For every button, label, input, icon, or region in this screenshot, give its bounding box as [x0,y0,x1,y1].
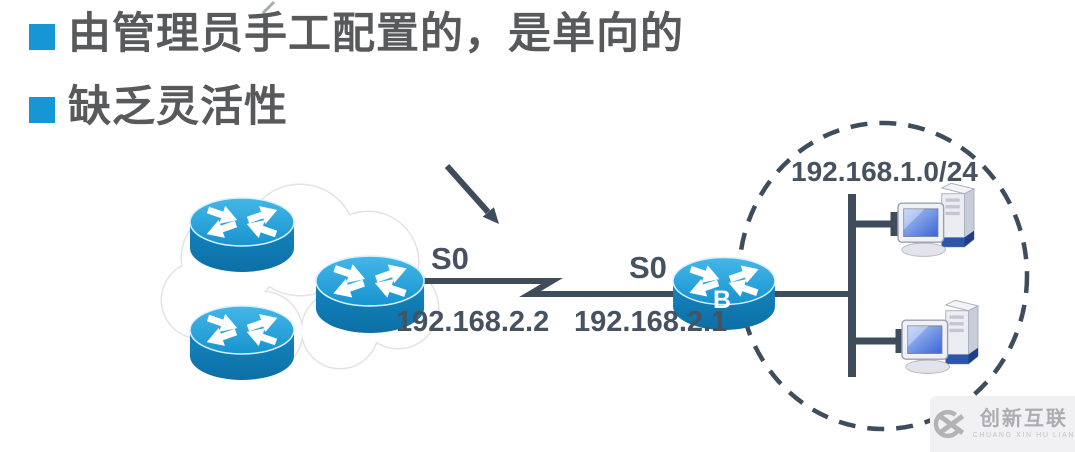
ip-label-right: 192.168.2.1 [574,306,728,338]
lan-network-label: 192.168.1.0/24 [791,156,978,187]
interface-label-s0-right: S0 [629,250,667,285]
cx-logo-icon [933,409,965,439]
bullet-square-icon [29,97,55,123]
watermark-brand: 创新互联 [979,408,1068,430]
cloud-router-1-icon [190,198,294,272]
cloud-router-2-icon [190,306,294,380]
desktop-computer-icon-2 [901,299,979,375]
red-pen-mark-icon [258,0,276,18]
interface-label-s0-left: S0 [431,241,469,276]
bullet-item-1: 由管理员手工配置的，是单向的 [29,8,684,62]
router-b-name-label: B [713,286,732,314]
watermark-badge: 创新互联 CHUANG XIN HU LIAN [930,396,1075,452]
bullet-text-1: 由管理员手工配置的，是单向的 [68,10,684,59]
bullet-text-2: 缺乏灵活性 [68,83,288,132]
watermark-text: 创新互联 CHUANG XIN HU LIAN [973,409,1075,439]
watermark-subtitle: CHUANG XIN HU LIAN [972,432,1075,439]
desktop-computer-icon-1 [897,182,975,258]
bullet-item-2: 缺乏灵活性 [29,80,288,136]
bullet-square-icon [29,24,55,50]
ip-label-left: 192.168.2.2 [396,306,550,338]
lan-bus [848,194,903,377]
down-right-arrow-icon [444,164,499,224]
